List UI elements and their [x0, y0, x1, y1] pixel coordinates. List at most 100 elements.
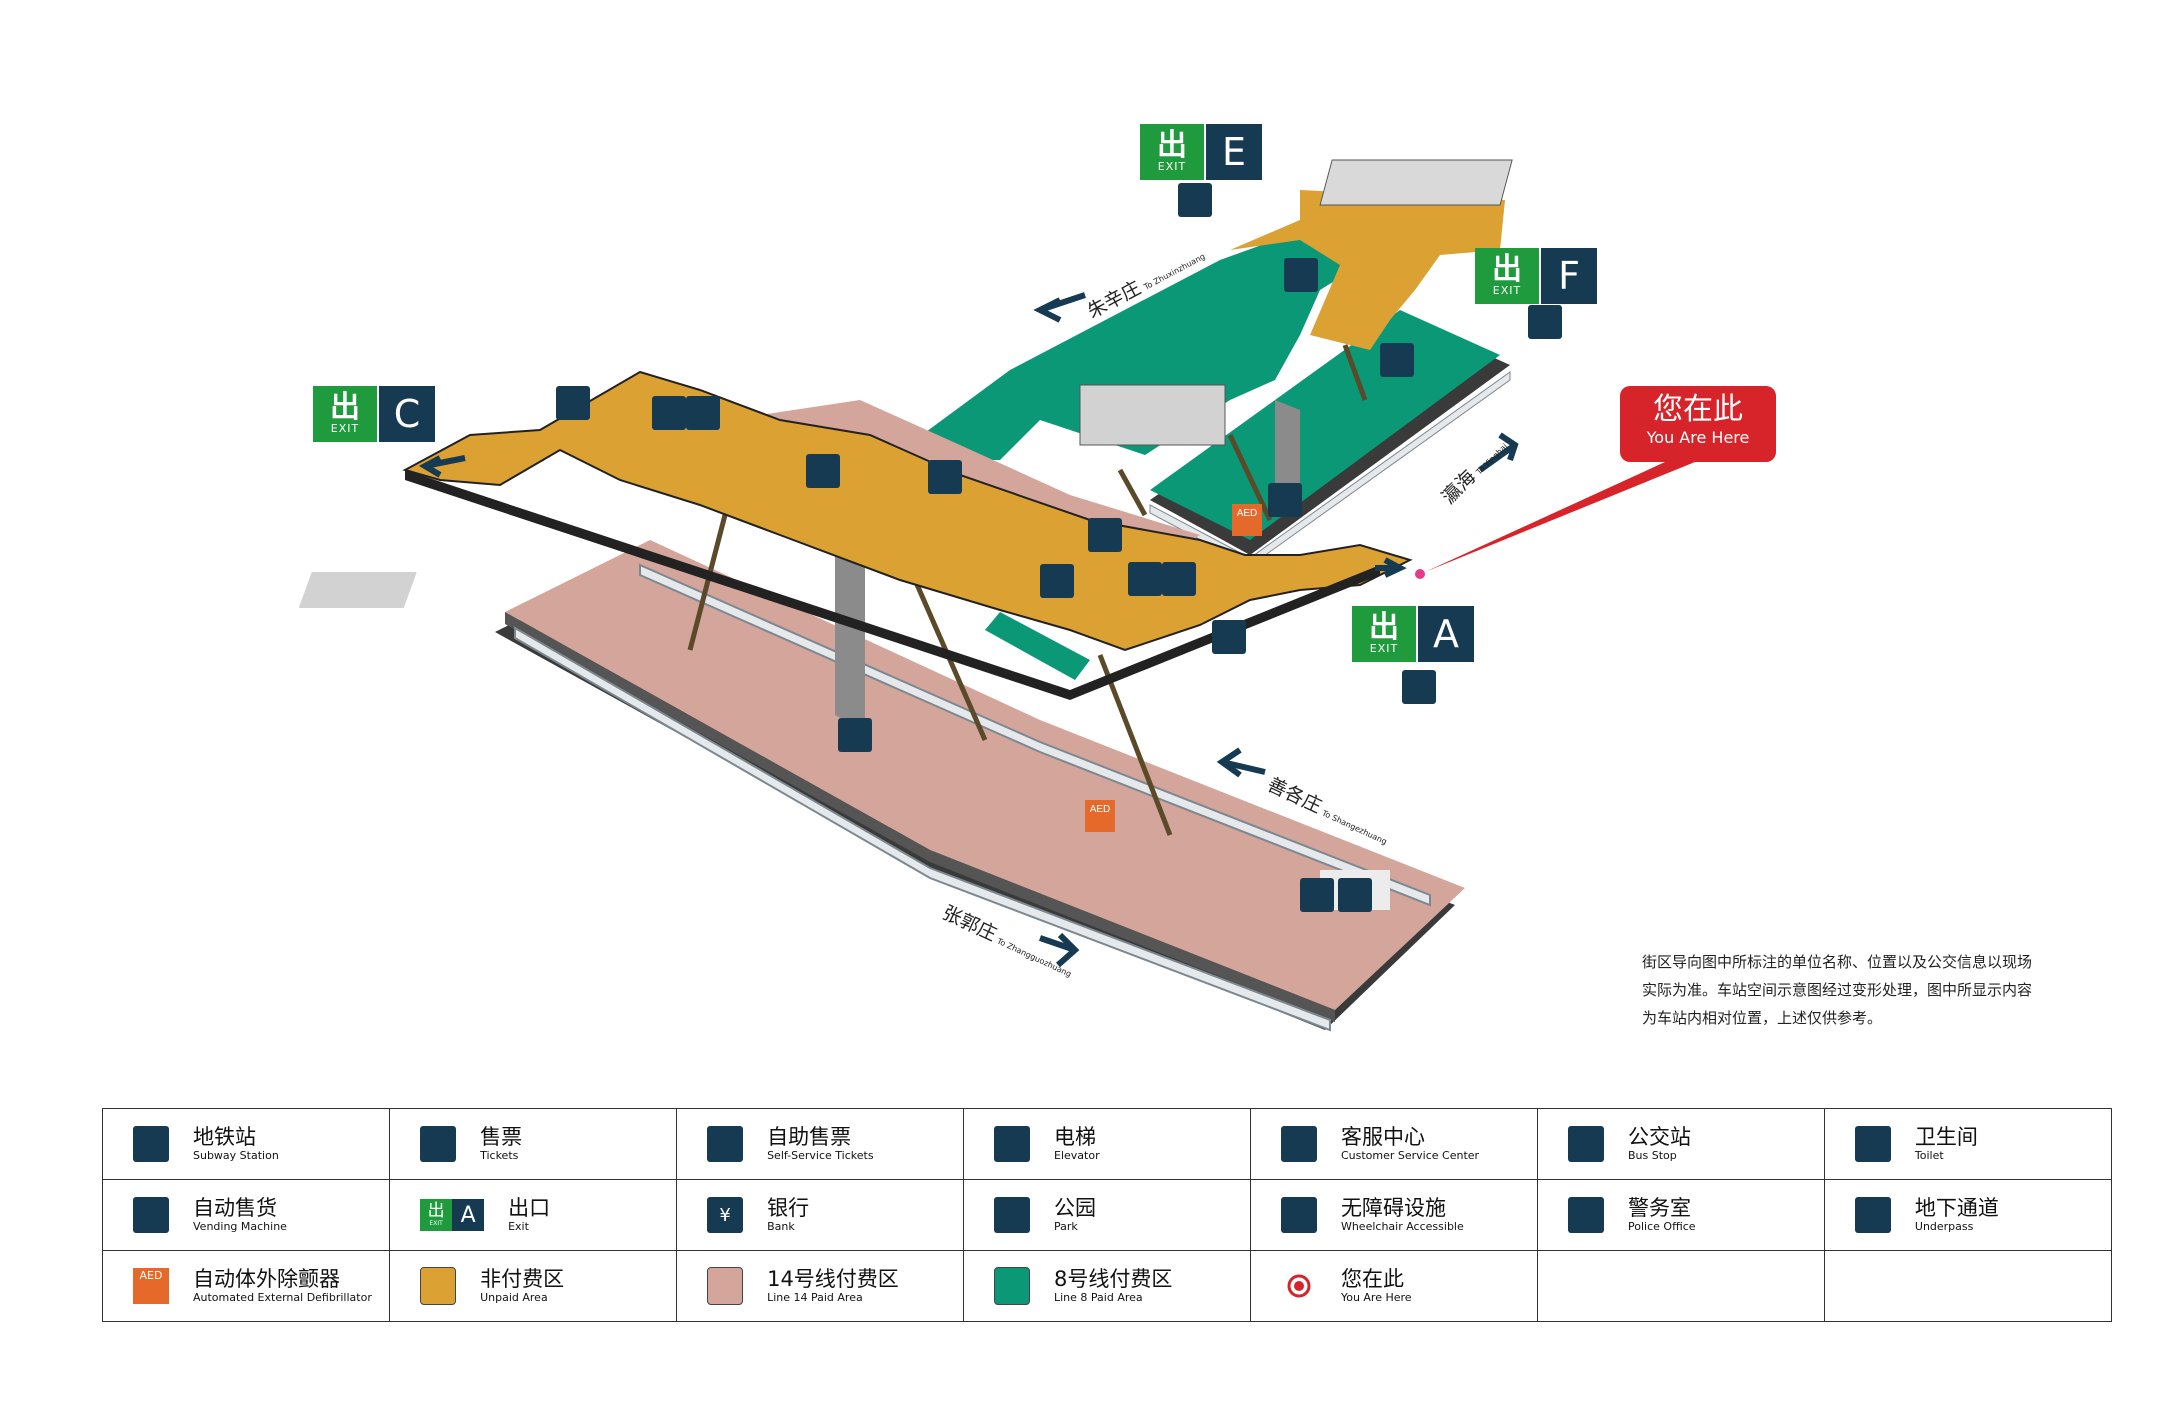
- legend-label: 非付费区: [480, 1267, 565, 1291]
- elevator-icon: [1380, 343, 1414, 377]
- bank-icon: ¥: [707, 1197, 744, 1233]
- exit-letter: A: [1416, 606, 1474, 662]
- bus-stop-icon: [1568, 1126, 1605, 1162]
- legend-label-en: Automated External Defibrillator: [193, 1291, 372, 1304]
- svg-text:AED: AED: [1237, 508, 1258, 519]
- legend-label-en: Vending Machine: [193, 1220, 287, 1233]
- elevator-icon: [994, 1126, 1030, 1162]
- legend-label: 自动售货: [193, 1196, 277, 1220]
- direction-arrows: [418, 292, 1519, 968]
- legend-label: 您在此: [1340, 1267, 1404, 1291]
- exit-letter: E: [1204, 124, 1262, 180]
- legend-label: 自动体外除颤器: [193, 1267, 340, 1291]
- legend-label-en: Self-Service Tickets: [767, 1149, 874, 1162]
- legend-label-en: Exit: [508, 1220, 529, 1233]
- legend-label: 自助售票: [767, 1125, 852, 1149]
- legend-label-en: Line 14 Paid Area: [767, 1291, 863, 1304]
- station-diagram: AED AED: [298, 159, 1695, 1032]
- tickets-icon: [1040, 564, 1074, 598]
- legend-label-en: Customer Service Center: [1340, 1149, 1480, 1162]
- tickets-icon: [420, 1126, 457, 1162]
- aed-icon: AED: [133, 1268, 169, 1304]
- legend-label-en: Elevator: [1054, 1149, 1100, 1162]
- line14-platform: [495, 540, 1465, 1030]
- legend-label-en: Subway Station: [193, 1149, 279, 1162]
- vending-machine-icon: [133, 1197, 169, 1233]
- subway-station-icon: [133, 1126, 169, 1162]
- legend-label: 客服中心: [1340, 1125, 1425, 1149]
- self-service-tickets-icon: [707, 1126, 744, 1162]
- legend-label-en: Police Office: [1628, 1220, 1696, 1233]
- aed-marker-lower: AED: [1085, 800, 1115, 832]
- line8-paid-area: [915, 215, 1360, 460]
- legend-label: 银行: [767, 1196, 810, 1220]
- legend-label: 售票: [480, 1125, 523, 1149]
- upper-unpaid-area: [1230, 190, 1505, 350]
- police-office-icon: [1568, 1197, 1605, 1233]
- elevator-icon: [838, 718, 872, 752]
- you-are-here-icon: [1281, 1268, 1317, 1304]
- legend-label-en: Bank: [767, 1220, 795, 1233]
- customer-service-icon: [1128, 562, 1162, 596]
- legend-label: 无障碍设施: [1340, 1196, 1446, 1220]
- park-icon: [994, 1197, 1030, 1233]
- line14-paid-area-swatch: [707, 1267, 744, 1305]
- elevator-icon: [1528, 305, 1562, 339]
- vending-machine-icon: [1088, 518, 1122, 552]
- elevator-icon: [806, 454, 840, 488]
- legend-label: 警务室: [1628, 1196, 1692, 1220]
- legend-label-en: Tickets: [480, 1149, 519, 1162]
- wheelchair-icon: [1280, 1197, 1317, 1233]
- vending-machine-icon: [928, 460, 962, 494]
- you-are-here-callout: 您在此 You Are Here: [1620, 386, 1776, 462]
- elevator-shafts: [835, 400, 1300, 730]
- toilet-icon: [1300, 878, 1334, 912]
- concourse-box: [1079, 384, 1226, 446]
- legend-label-en: Line 8 Paid Area: [1054, 1291, 1143, 1304]
- legend-label: 公园: [1054, 1196, 1096, 1220]
- legend-label-en: Unpaid Area: [480, 1291, 548, 1304]
- legend-label: 14号线付费区: [767, 1267, 899, 1291]
- legend-label-en: Wheelchair Accessible: [1340, 1220, 1464, 1233]
- police-office-icon: [1212, 620, 1246, 654]
- exit-e-shelter: [1319, 159, 1513, 206]
- exit-letter: C: [377, 386, 435, 442]
- legend-label-en: Underpass: [1914, 1220, 1974, 1233]
- you-are-here-pointer: [1425, 462, 1695, 572]
